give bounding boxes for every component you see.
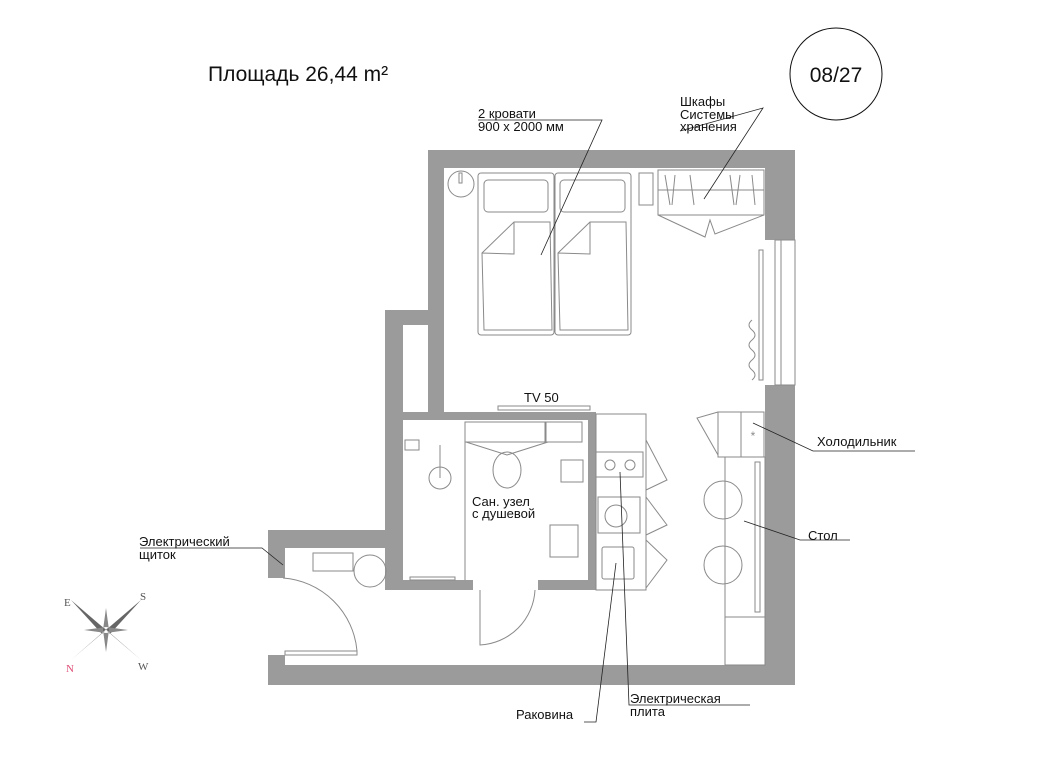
bathroom-fixtures [404,421,584,581]
unit-number: 08/27 [810,64,863,87]
unit-badge: 08/27 [789,27,883,121]
table [703,456,766,666]
table-label: Стол [808,528,838,543]
fridge-label: Холодильник [817,434,897,449]
compass-w: W [138,661,149,673]
leader-lines [140,107,915,723]
compass-rose-icon: E S N W [64,591,149,675]
storage-label-line3: хранения [680,119,737,134]
nightstands [447,170,654,206]
wardrobe [657,169,765,238]
beds-label-line1: 2 кровати [478,106,536,121]
tv-label: TV 50 [524,390,559,405]
kitchen-counter [595,413,668,591]
bed-left [477,172,555,336]
area-label: Площадь 26,44 m² [208,63,388,86]
bathroom-door[interactable] [479,589,536,646]
storage-label-line2: Системы [680,107,734,122]
stove-label-line2: плита [630,704,666,719]
tv-panel [497,405,591,411]
compass-n: N [66,663,74,675]
beds-label-line2: 900 x 2000 мм [478,119,564,134]
panel-label-line1: Электрический [139,534,230,549]
stove-label-line1: Электрическая [630,691,721,706]
panel-label-line2: щиток [139,547,176,562]
window [748,239,796,386]
compass-e: E [64,597,71,609]
compass-s: S [140,591,146,603]
entry [284,552,387,656]
walls [268,150,795,685]
storage-label-line1: Шкафы [680,94,725,109]
entry-door[interactable] [282,577,358,652]
sink-label: Раковина [516,707,574,722]
bed-right [554,172,632,336]
fridge: * [696,411,765,458]
bathroom-label-line1: Сан. узел [472,494,530,509]
bathroom-label-line2: с душевой [472,506,535,521]
svg-text:*: * [751,429,756,443]
